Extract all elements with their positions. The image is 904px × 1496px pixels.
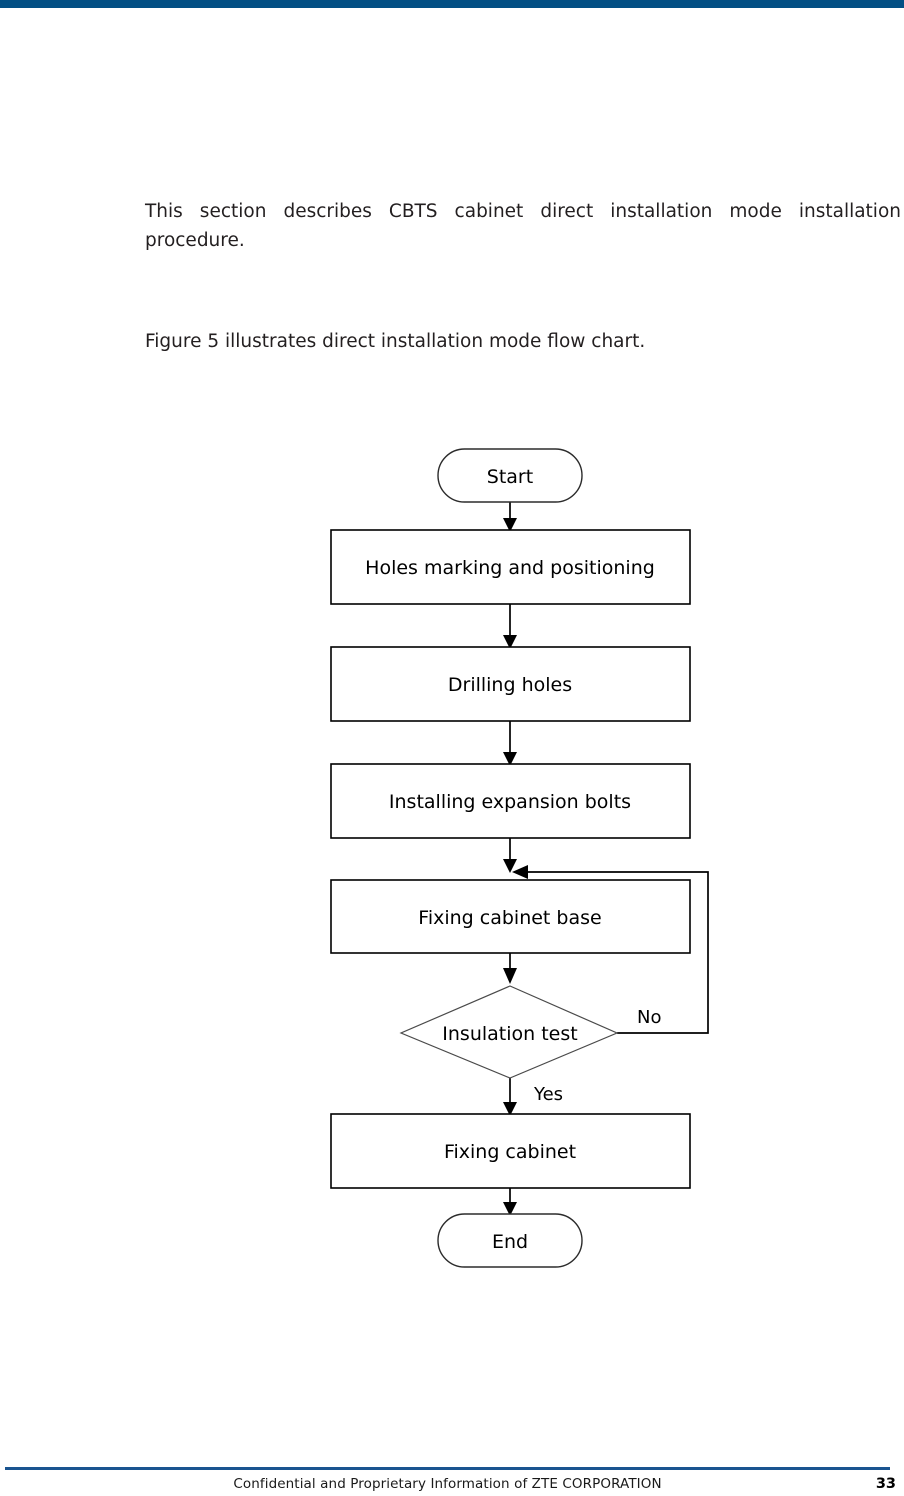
connector-step2-to-step3 bbox=[503, 721, 517, 766]
page-footer-rule bbox=[5, 1467, 890, 1470]
flow-node-fixing-cabinet: Fixing cabinet bbox=[330, 1113, 691, 1189]
flow-node-insulation-test: Insulation test bbox=[399, 985, 619, 1079]
connector-start-to-step1 bbox=[503, 501, 517, 532]
page-footer: Confidential and Proprietary Information… bbox=[5, 1473, 890, 1495]
connector-decision-no-loop bbox=[512, 865, 709, 1034]
connector-step1-to-step2 bbox=[503, 604, 517, 649]
footer-confidentiality-text: Confidential and Proprietary Information… bbox=[233, 1476, 662, 1492]
flow-node-holes-marking: Holes marking and positioning bbox=[330, 529, 691, 605]
flow-node-end: End bbox=[437, 1213, 583, 1268]
flow-node-fixing-cabinet-base-label: Fixing cabinet base bbox=[418, 907, 601, 929]
connector-step4-to-decision bbox=[503, 953, 517, 984]
flow-node-installing-expansion-bolts: Installing expansion bolts bbox=[330, 763, 691, 839]
figure-reference-paragraph: Figure 5 illustrates direct installation… bbox=[145, 330, 646, 352]
edge-label-no: No bbox=[637, 1007, 661, 1028]
flow-node-fixing-cabinet-base: Fixing cabinet base bbox=[330, 879, 691, 954]
page-top-rule bbox=[0, 0, 904, 8]
edge-label-yes: Yes bbox=[533, 1084, 563, 1105]
flow-node-fixing-cabinet-label: Fixing cabinet bbox=[444, 1141, 576, 1163]
flow-node-start-label: Start bbox=[487, 466, 533, 488]
intro-paragraph: This section describes CBTS cabinet dire… bbox=[145, 200, 901, 251]
flow-node-insulation-test-label: Insulation test bbox=[442, 1023, 577, 1045]
flow-node-holes-marking-label: Holes marking and positioning bbox=[365, 557, 655, 579]
connector-step3-to-step4 bbox=[503, 838, 517, 873]
flow-node-drilling-holes-label: Drilling holes bbox=[448, 674, 572, 696]
connector-step5-to-end bbox=[503, 1188, 517, 1216]
flow-node-end-label: End bbox=[492, 1231, 528, 1253]
page-number: 33 bbox=[875, 1476, 896, 1492]
connector-decision-yes-to-step5 bbox=[503, 1078, 517, 1116]
flow-node-drilling-holes: Drilling holes bbox=[330, 646, 691, 722]
flow-node-start: Start bbox=[437, 448, 583, 503]
flow-node-installing-expansion-bolts-label: Installing expansion bolts bbox=[389, 791, 631, 813]
